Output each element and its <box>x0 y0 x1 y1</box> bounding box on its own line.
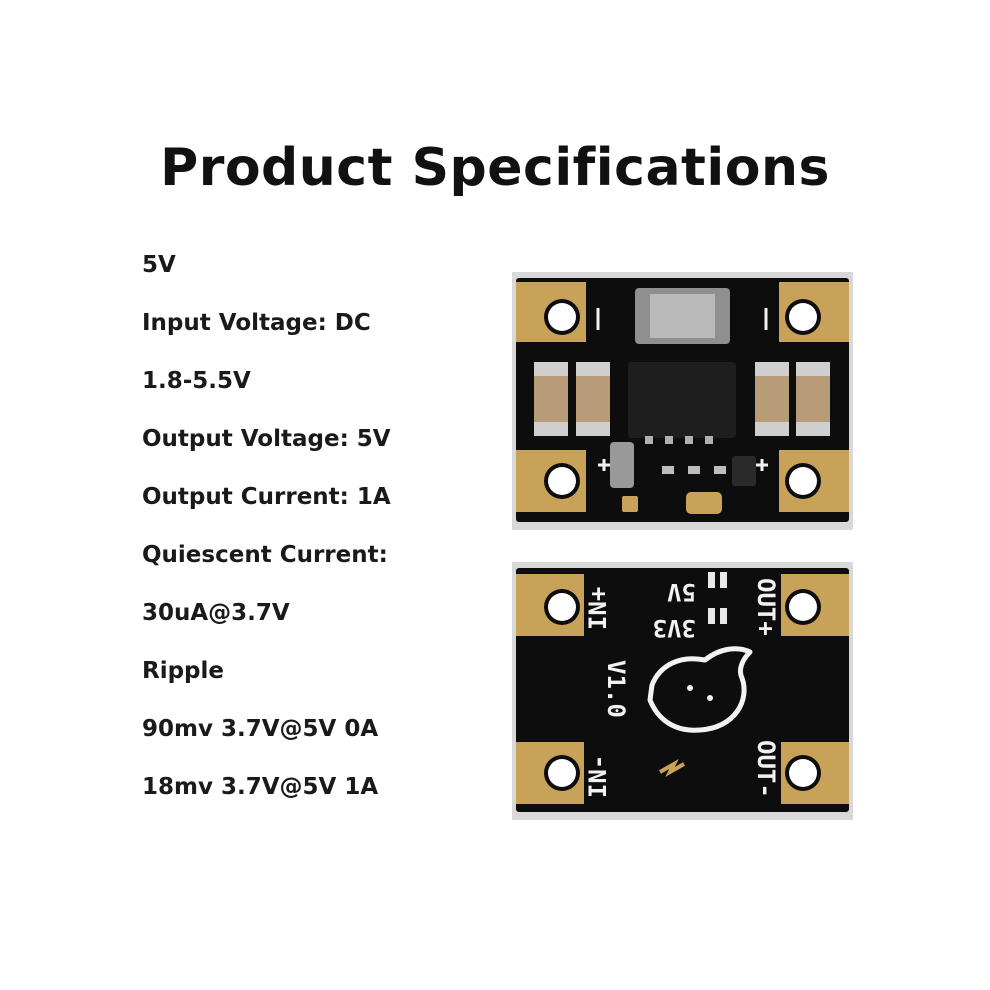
pcb-top-image <box>512 272 853 530</box>
spec-list: 5V Input Voltage: DC 1.8-5.5V Output Vol… <box>142 248 391 828</box>
spec-item: 18mv 3.7V@5V 1A <box>142 774 379 800</box>
label-in-plus: IN+ <box>584 587 612 630</box>
spec-item: 30uA@3.7V <box>142 600 290 626</box>
spec-item: 5V <box>142 252 176 278</box>
label-out-minus: OUT- <box>752 740 780 798</box>
spec-item: Output Current: 1A <box>142 484 391 510</box>
spec-item: Ripple <box>142 658 225 684</box>
label-5v: 5V <box>667 578 696 606</box>
spec-item: Output Voltage: 5V <box>142 426 391 452</box>
lightning-icon <box>659 758 685 778</box>
spec-item: 1.8-5.5V <box>142 368 251 394</box>
spec-item: Quiescent Current: <box>142 542 388 568</box>
label-in-minus: IN- <box>584 755 612 798</box>
logo-icon <box>647 646 753 733</box>
label-version: V1.0 <box>602 660 630 718</box>
page-title: Product Specifications <box>160 138 830 198</box>
spec-item: 90mv 3.7V@5V 0A <box>142 716 379 742</box>
spec-item: Input Voltage: DC <box>142 310 371 336</box>
label-out-plus: OUT+ <box>752 578 780 636</box>
pcb-bottom-image: IN+ IN- OUT+ OUT- 5V 3V3 V1.0 <box>512 562 853 820</box>
label-3v3: 3V3 <box>653 614 696 642</box>
